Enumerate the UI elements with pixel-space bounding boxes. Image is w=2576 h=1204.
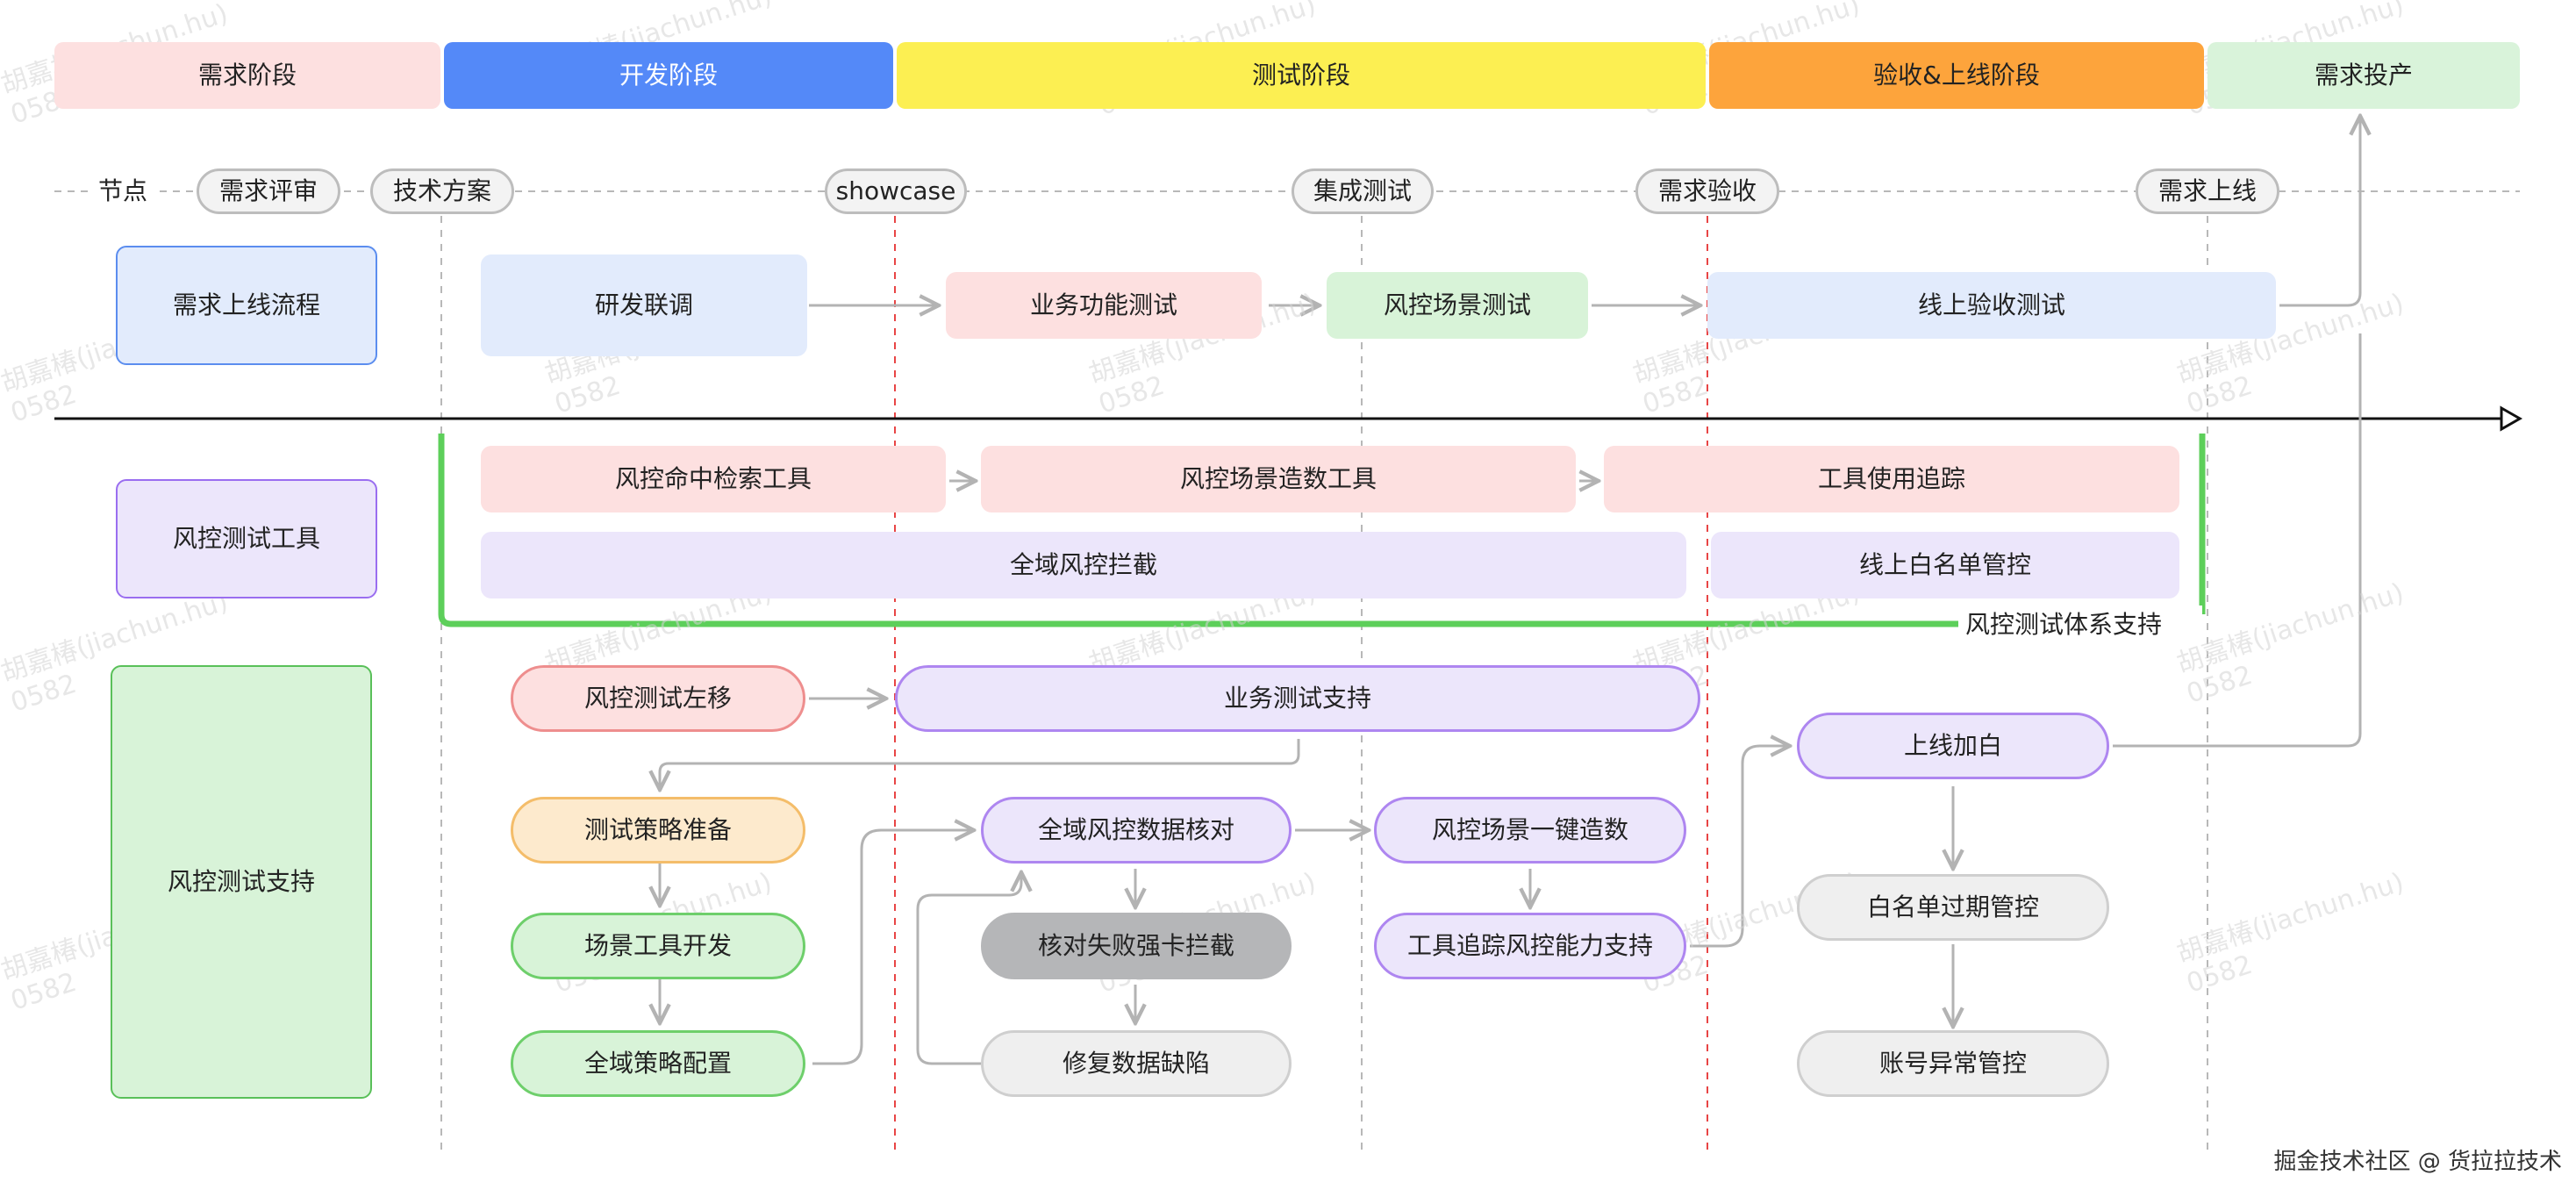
milestone-requirement-review: 需求评审: [197, 168, 340, 214]
support-shift-left: 风控测试左移: [511, 665, 805, 732]
milestone-tech-plan: 技术方案: [370, 168, 514, 214]
milestone-node-label: 节点: [88, 172, 158, 211]
support-account-anomaly: 账号异常管控: [1797, 1030, 2109, 1097]
tool-usage-tracking: 工具使用追踪: [1604, 446, 2179, 512]
support-whitelist-add: 上线加白: [1797, 713, 2109, 779]
timeline-arrowhead: [2500, 405, 2523, 432]
system-bracket-left: [438, 434, 1958, 627]
lane-test-support: 风控测试支持: [111, 665, 372, 1099]
support-check-fail-block: 核对失败强卡拦截: [981, 913, 1292, 979]
lane-test-tools: 风控测试工具: [116, 479, 377, 598]
support-whitelist-expire: 白名单过期管控: [1797, 874, 2109, 941]
support-scene-tool-dev: 场景工具开发: [511, 913, 805, 979]
milestone-integration-test: 集成测试: [1292, 168, 1434, 214]
tool-hit-search: 风控命中检索工具: [481, 446, 946, 512]
support-tool-tracking: 工具追踪风控能力支持: [1374, 913, 1686, 979]
phase-development: 开发阶段: [444, 42, 893, 109]
support-business-test: 业务测试支持: [895, 665, 1700, 732]
flow-online-acceptance-test: 线上验收测试: [1707, 272, 2276, 339]
support-strategy-prep: 测试策略准备: [511, 797, 805, 864]
support-global-strategy-config: 全域策略配置: [511, 1030, 805, 1097]
milestone-requirement-acceptance: 需求验收: [1635, 168, 1779, 214]
support-global-data-check: 全域风控数据核对: [981, 797, 1292, 864]
phase-production: 需求投产: [2207, 42, 2520, 109]
tool-scenario-data: 风控场景造数工具: [981, 446, 1576, 512]
tool-global-interception: 全域风控拦截: [481, 532, 1686, 598]
support-fix-data-defect: 修复数据缺陷: [981, 1030, 1292, 1097]
phase-testing: 测试阶段: [897, 42, 1706, 109]
milestone-showcase: showcase: [825, 168, 967, 214]
system-support-label: 风控测试体系支持: [1965, 606, 2202, 644]
phase-acceptance-release: 验收&上线阶段: [1709, 42, 2204, 109]
milestone-requirement-release: 需求上线: [2136, 168, 2279, 214]
tool-online-whitelist: 线上白名单管控: [1711, 532, 2179, 598]
phase-requirement: 需求阶段: [54, 42, 440, 109]
lane-release-flow: 需求上线流程: [116, 246, 377, 365]
flow-risk-scenario-test: 风控场景测试: [1327, 272, 1588, 339]
flow-dev-integration: 研发联调: [481, 254, 807, 356]
footer-credit: 掘金技术社区 @ 货拉拉技术: [2273, 1149, 2562, 1176]
flow-business-test: 业务功能测试: [946, 272, 1262, 339]
support-one-click-data: 风控场景一键造数: [1374, 797, 1686, 864]
